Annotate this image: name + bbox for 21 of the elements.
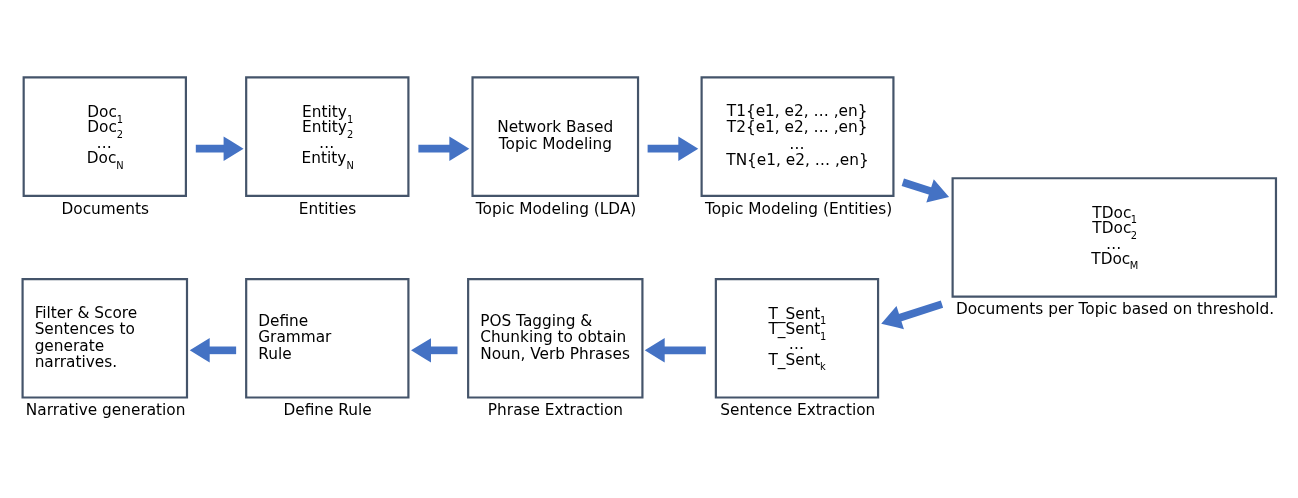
node-box: Filter & Score Sentences to generate narratives. [21,277,189,399]
node-label: Define Rule [283,400,372,419]
node-box: TDoc$_{1}$ TDoc$_{2}$ … TDoc$_{M}$ [951,176,1278,298]
node-label: Topic Modeling (Entities) [704,199,893,218]
node-box: T_Sent$_{1}$ T_Sent$_{1}$ … T_Sent$_{k}$ [714,277,880,399]
arrow [189,337,237,363]
node-label: Documents per Topic based on threshold. [955,299,1275,318]
node-label: Narrative generation [25,400,186,419]
node-label: Documents [61,199,149,218]
node-box: Entity$_{1}$ Entity$_{2}$ … Entity$_{N}$ [245,75,410,197]
arrow [881,300,944,329]
node-box: POS Tagging & Chunking to obtain Noun, Verb Phrases [467,277,644,399]
node-box: Define Grammar Rule [245,277,410,399]
node-label: Phrase Extraction [487,400,624,419]
node-box: Network Based Topic Modeling [471,75,640,197]
node-label: Entities [298,199,357,218]
node-box: T1{e1, e2, … ,en} T2{e1, e2, … ,en} … TN{e1, e2, … ,en} [700,75,895,197]
node-label: Topic Modeling (LDA) [475,199,637,218]
arrow [901,178,950,203]
node-label: Sentence Extraction [720,400,876,419]
node-box: Doc$_{1}$ Doc$_{2}$ … Doc$_{N}$ [22,75,187,197]
